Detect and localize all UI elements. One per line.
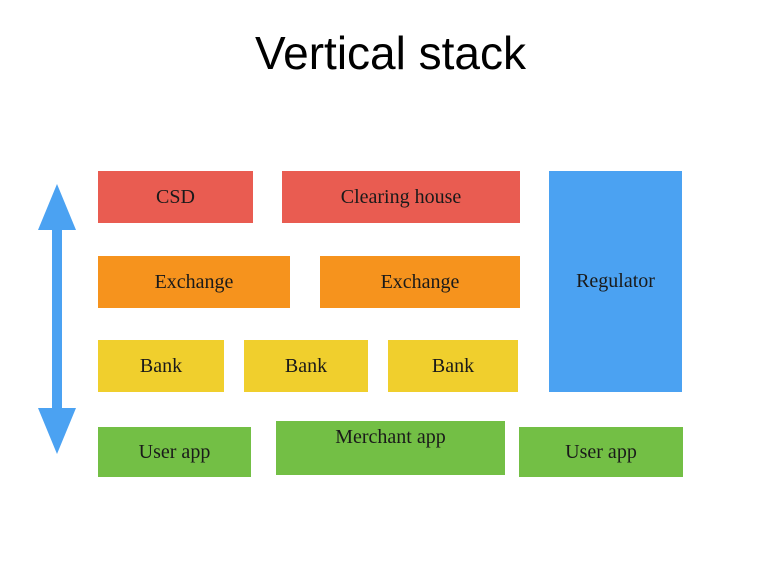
- box-exchange-2: Exchange: [320, 256, 520, 308]
- box-user-app-1: User app: [98, 427, 251, 477]
- box-clearing-house: Clearing house: [282, 171, 520, 223]
- box-bank-3: Bank: [388, 340, 518, 392]
- box-bank-2: Bank: [244, 340, 368, 392]
- box-regulator-label: Regulator: [576, 270, 655, 292]
- box-clearing-house-label: Clearing house: [340, 185, 462, 208]
- box-exchange-1: Exchange: [98, 256, 290, 308]
- box-bank-3-label: Bank: [431, 354, 475, 377]
- vertical-double-arrow-icon: [36, 184, 78, 454]
- box-user-app-2-label: User app: [565, 440, 637, 463]
- box-merchant-app: Merchant app: [276, 421, 505, 475]
- box-bank-1-label: Bank: [139, 354, 183, 377]
- box-user-app-2: User app: [519, 427, 683, 477]
- box-csd: CSD: [98, 171, 253, 223]
- box-user-app-1-label: User app: [138, 440, 211, 463]
- box-exchange-1-label: Exchange: [154, 270, 234, 293]
- box-csd-label: CSD: [156, 185, 195, 208]
- box-merchant-app-label: Merchant app: [335, 426, 446, 448]
- page-title: Vertical stack: [255, 27, 526, 79]
- box-bank-1: Bank: [98, 340, 224, 392]
- box-exchange-2-label: Exchange: [380, 270, 460, 293]
- box-bank-2-label: Bank: [284, 354, 328, 377]
- box-regulator: Regulator: [549, 171, 682, 392]
